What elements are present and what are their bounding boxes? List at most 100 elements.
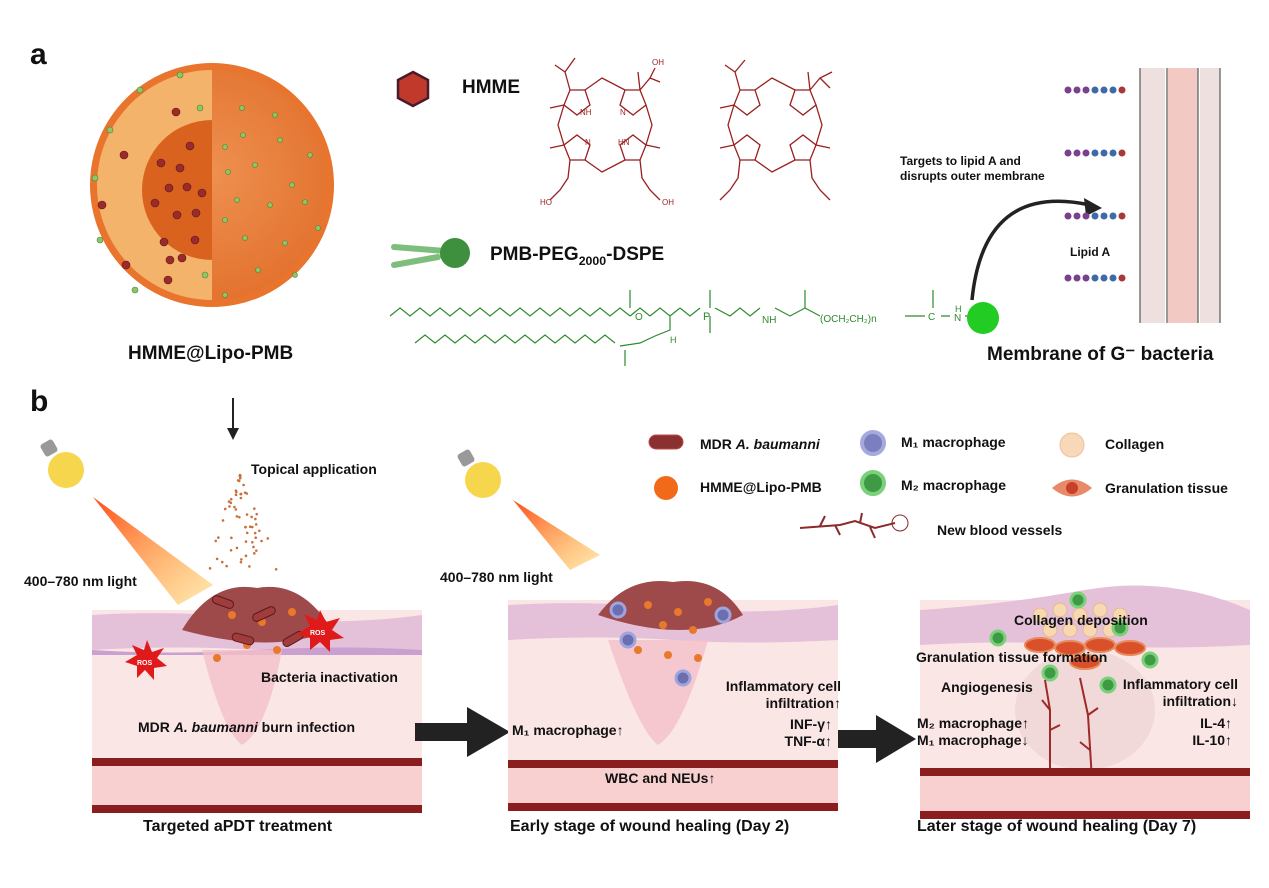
legend-liposome: HMME@Lipo-PMB bbox=[700, 479, 822, 495]
legend-granulation: Granulation tissue bbox=[1105, 480, 1228, 496]
spray-particle bbox=[275, 568, 278, 571]
liposome-legend-icon bbox=[654, 476, 678, 500]
stage2-cytokines: INF-γ↑ TNF-α↑ bbox=[760, 716, 832, 750]
infection-label: MDR A. baumanni burn infection bbox=[138, 719, 355, 735]
lps-sugar bbox=[1083, 87, 1090, 94]
angiogenesis-label: Angiogenesis bbox=[941, 679, 1033, 695]
stage3-cytokines: IL-4↑ IL-10↑ bbox=[1180, 715, 1232, 749]
hmme-n2-label: N bbox=[585, 138, 591, 147]
light-label-2: 400–780 nm light bbox=[440, 569, 553, 585]
pmb-peg-dspe-structure: O P NH (OCH₂CH₂)n C H N H bbox=[385, 278, 1005, 370]
nh-label: NH bbox=[762, 315, 776, 326]
spray-particle bbox=[260, 540, 263, 543]
light-label-1: 400–780 nm light bbox=[24, 573, 137, 589]
stage3-inflammatory-label: Inflammatory cell infiltration↓ bbox=[1112, 676, 1238, 710]
spray-particle bbox=[238, 516, 241, 519]
spray-particle bbox=[245, 555, 248, 558]
spray-particle bbox=[244, 526, 247, 529]
stage2-caption: Early stage of wound healing (Day 2) bbox=[510, 818, 789, 836]
spray-particle bbox=[236, 547, 239, 550]
legend-bacteria: MDR A. baumanni bbox=[700, 436, 820, 452]
lps-sugar bbox=[1101, 213, 1108, 220]
legend-m1: M₁ macrophage bbox=[901, 434, 1006, 450]
lps-sugar bbox=[1101, 87, 1108, 94]
lps-sugar bbox=[1119, 213, 1126, 220]
spray-particle bbox=[236, 515, 239, 518]
spray-particle bbox=[240, 558, 243, 561]
spray-particle bbox=[235, 508, 238, 511]
spray-particle bbox=[244, 491, 247, 494]
spray-particle bbox=[224, 508, 227, 511]
lps-sugar bbox=[1110, 275, 1117, 282]
membrane-label: Membrane of G⁻ bacteria bbox=[987, 343, 1213, 366]
spray-particle bbox=[254, 532, 257, 535]
light-bulb-2-icon bbox=[455, 445, 605, 575]
spray-particle bbox=[254, 518, 257, 521]
lps-sugar bbox=[1065, 213, 1072, 220]
liposome-illustration bbox=[80, 60, 350, 310]
spray-particle bbox=[248, 565, 251, 568]
spray-particle bbox=[239, 493, 242, 496]
spray-particle bbox=[230, 549, 233, 552]
spray-particle bbox=[221, 561, 224, 564]
lps-sugar bbox=[1119, 150, 1126, 157]
spray-particle bbox=[235, 494, 238, 497]
lps-sugar bbox=[1065, 150, 1072, 157]
collagen-deposition-label: Collagen deposition bbox=[1014, 612, 1148, 628]
lipid-a-label: Lipid A bbox=[1070, 245, 1110, 259]
spray-particle bbox=[245, 540, 248, 543]
hmme-oh2-label: OH bbox=[662, 198, 674, 207]
lps-sugar bbox=[1092, 213, 1099, 220]
lps-sugar bbox=[1074, 213, 1081, 220]
lps-sugar bbox=[1119, 275, 1126, 282]
hmme-structure-1 bbox=[550, 58, 660, 200]
spray-particle bbox=[250, 516, 253, 519]
spray-particle bbox=[216, 558, 219, 561]
stage2-inflammatory-label: Inflammatory cell infiltration↑ bbox=[697, 678, 841, 712]
progress-arrow-1 bbox=[415, 705, 515, 760]
lps-sugar bbox=[1074, 150, 1081, 157]
spray-particle bbox=[266, 537, 269, 540]
lps-sugar bbox=[1110, 87, 1117, 94]
spray-particle bbox=[233, 506, 236, 509]
spray-particle bbox=[230, 498, 233, 501]
bacterial-membrane bbox=[1060, 68, 1220, 326]
hmme-nh-label: NH bbox=[580, 108, 592, 117]
spray-particle bbox=[254, 536, 257, 539]
wbc-label: WBC and NEUs↑ bbox=[605, 770, 715, 786]
legend-collagen: Collagen bbox=[1105, 436, 1164, 452]
targeting-note: Targets to lipid A and disrupts outer me… bbox=[900, 154, 1045, 184]
lps-sugar bbox=[1092, 275, 1099, 282]
liposome-label: HMME@Lipo-PMB bbox=[128, 343, 293, 365]
bacteria-legend-icon bbox=[649, 435, 683, 449]
lps-sugar bbox=[1101, 150, 1108, 157]
stage3-macrophage-labels: M₂ macrophage↑ M₁ macrophage↓ bbox=[917, 715, 1029, 749]
spray-particle bbox=[252, 546, 255, 549]
legend-m2: M₂ macrophage bbox=[901, 477, 1006, 493]
spray-particle bbox=[230, 502, 233, 505]
spray-particle bbox=[225, 565, 228, 568]
chiral-h-label: H bbox=[670, 335, 677, 345]
lps-sugar bbox=[1065, 87, 1072, 94]
spray-particle bbox=[235, 489, 238, 492]
m2-macrophage-legend-icon bbox=[862, 472, 884, 494]
legend: MDR A. baumanni HMME@Lipo-PMB M₁ macroph… bbox=[645, 433, 1245, 543]
pmb-lipid-icon bbox=[390, 235, 480, 275]
stage3-skin bbox=[920, 600, 1250, 820]
legend-vessels: New blood vessels bbox=[937, 522, 1062, 538]
spray-particle bbox=[246, 532, 249, 535]
ros-label-2: ROS bbox=[310, 630, 326, 637]
spray-particle bbox=[246, 513, 249, 516]
lps-sugar bbox=[1092, 87, 1099, 94]
stage2-m1-label: M₁ macrophage↑ bbox=[512, 722, 624, 738]
spray-particle bbox=[255, 523, 258, 526]
carbonyl-label: C bbox=[928, 312, 935, 323]
spray-particle bbox=[214, 540, 217, 543]
lps-sugar bbox=[1065, 275, 1072, 282]
lps-sugar bbox=[1092, 150, 1099, 157]
hmme-n-label: N bbox=[620, 108, 626, 117]
lps-sugar bbox=[1083, 275, 1090, 282]
spray-particle bbox=[253, 552, 256, 555]
hmme-structure-2 bbox=[720, 60, 832, 200]
spray-particle bbox=[228, 505, 231, 508]
